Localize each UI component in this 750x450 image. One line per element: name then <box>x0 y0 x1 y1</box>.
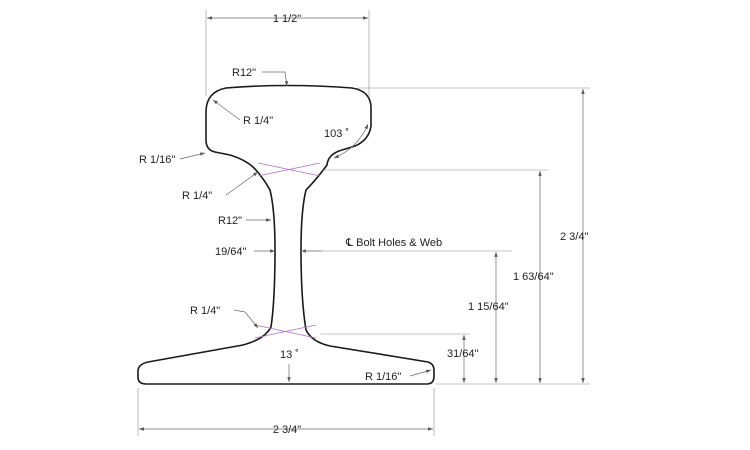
head-width-label: 1 1/2" <box>273 13 301 25</box>
bolt-height-label: 1 15/64" <box>468 301 509 313</box>
head-corner-radius-callout: R 1/4" <box>212 99 273 127</box>
top-fillet-radius-label: R 1/4" <box>182 190 212 202</box>
head-lower-radius-callout: R 1/16" <box>139 152 206 166</box>
web-radius-label: R12" <box>218 215 242 227</box>
crown-radius-callout: R12" <box>232 67 289 87</box>
fillet-construction-lines <box>254 162 321 339</box>
top-fillet-radius-callout: R 1/4" <box>182 171 259 202</box>
crown-radius-label: R12" <box>232 67 256 79</box>
web-thickness-dimension: 19/64" <box>215 246 322 258</box>
rail-profile-outline <box>137 84 435 385</box>
height-extension-lines <box>320 87 590 385</box>
base-thickness-dimension: 31/64" <box>447 335 479 383</box>
base-angle-callout: 13 ˚ <box>280 349 299 382</box>
base-width-label: 2 3/4" <box>273 424 301 436</box>
web-top-height-dimension: 1 63/64" <box>513 171 554 383</box>
bottom-fillet-radius-callout: R 1/4" <box>190 305 259 329</box>
head-width-dimension: 1 1/2" <box>205 10 370 98</box>
centerline-label: ℄ Bolt Holes & Web <box>345 237 442 249</box>
base-thickness-label: 31/64" <box>447 348 479 360</box>
bolt-height-dimension: 1 15/64" <box>468 251 509 383</box>
web-top-height-label: 1 63/64" <box>513 271 554 283</box>
base-width-dimension: 2 3/4" <box>137 388 435 436</box>
web-thickness-label: 19/64" <box>215 246 247 258</box>
web-radius-callout: R12" <box>218 215 271 227</box>
centerline-callout: ℄ Bolt Holes & Web <box>301 237 512 252</box>
total-height-dimension: 2 3/4" <box>560 89 588 383</box>
base-tip-radius-callout: R 1/16" <box>365 369 432 383</box>
head-corner-radius-label: R 1/4" <box>243 115 273 127</box>
head-side-angle-label: 103 ˚ <box>324 128 349 140</box>
base-tip-radius-label: R 1/16" <box>365 371 401 383</box>
total-height-label: 2 3/4" <box>560 231 588 243</box>
head-side-angle-callout: 103 ˚ <box>324 123 369 159</box>
head-lower-radius-label: R 1/16" <box>139 154 175 166</box>
bottom-fillet-radius-label: R 1/4" <box>190 305 220 317</box>
base-angle-label: 13 ˚ <box>280 349 299 361</box>
